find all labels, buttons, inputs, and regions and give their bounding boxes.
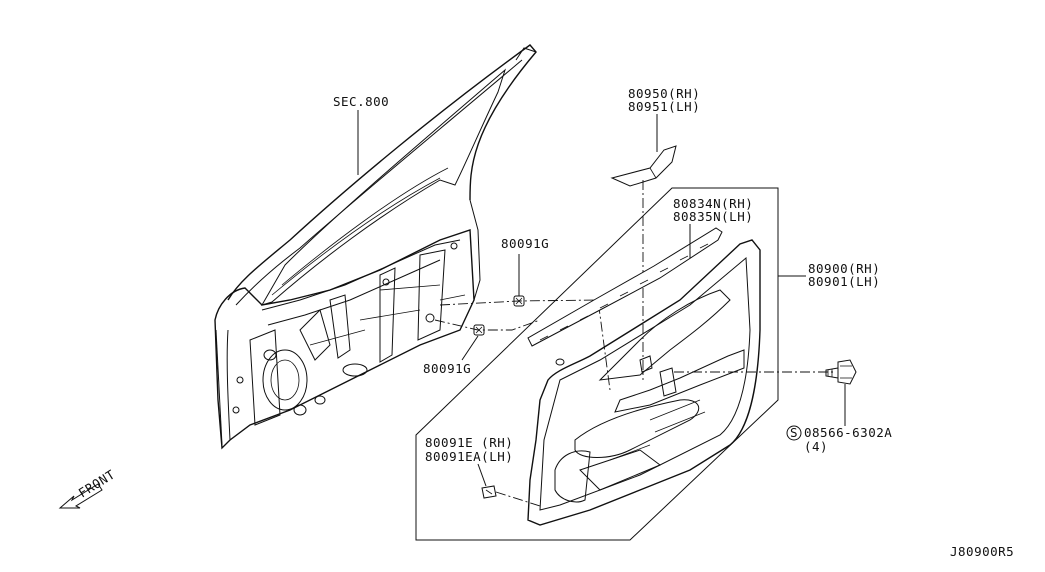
trim-group-box (415, 187, 779, 541)
upper-trim-rh-label: 80950(RH) (628, 86, 700, 101)
door-trim-drawing (527, 239, 761, 526)
front-label: FRONT (76, 467, 118, 501)
front-arrow-icon (58, 483, 103, 509)
screw-icon (825, 359, 857, 385)
upper-trim-lh-label: 80951(LH) (628, 99, 700, 114)
finisher-rh-label: 80900(RH) (808, 261, 880, 276)
clip-top-label: 80091G (501, 236, 549, 251)
door-panel-drawing (214, 44, 537, 450)
molding-strip-part (527, 227, 723, 347)
molding-lh-label: 80835N(LH) (673, 209, 753, 224)
svg-text:S: S (790, 425, 798, 440)
screw-qty-label: (4) (804, 439, 828, 454)
clip-icon (481, 485, 497, 499)
clip-e-rh-label: 80091E (RH) (425, 435, 513, 450)
upper-trim-part (610, 145, 677, 187)
screw-part-label: 08566-6302A (804, 425, 892, 440)
screw-symbol-icon: S (786, 425, 802, 441)
clip-bottom-leader (461, 335, 479, 361)
finisher-lh-label: 80901(LH) (808, 274, 880, 289)
sec-label: SEC.800 (333, 94, 389, 109)
clip-e-lh-label: 80091EA(LH) (425, 449, 513, 464)
clip-bottom-label: 80091G (423, 361, 471, 376)
diagram-code: J80900R5 (950, 544, 1014, 559)
clip-e-leader (477, 463, 487, 487)
molding-rh-label: 80834N(RH) (673, 196, 753, 211)
